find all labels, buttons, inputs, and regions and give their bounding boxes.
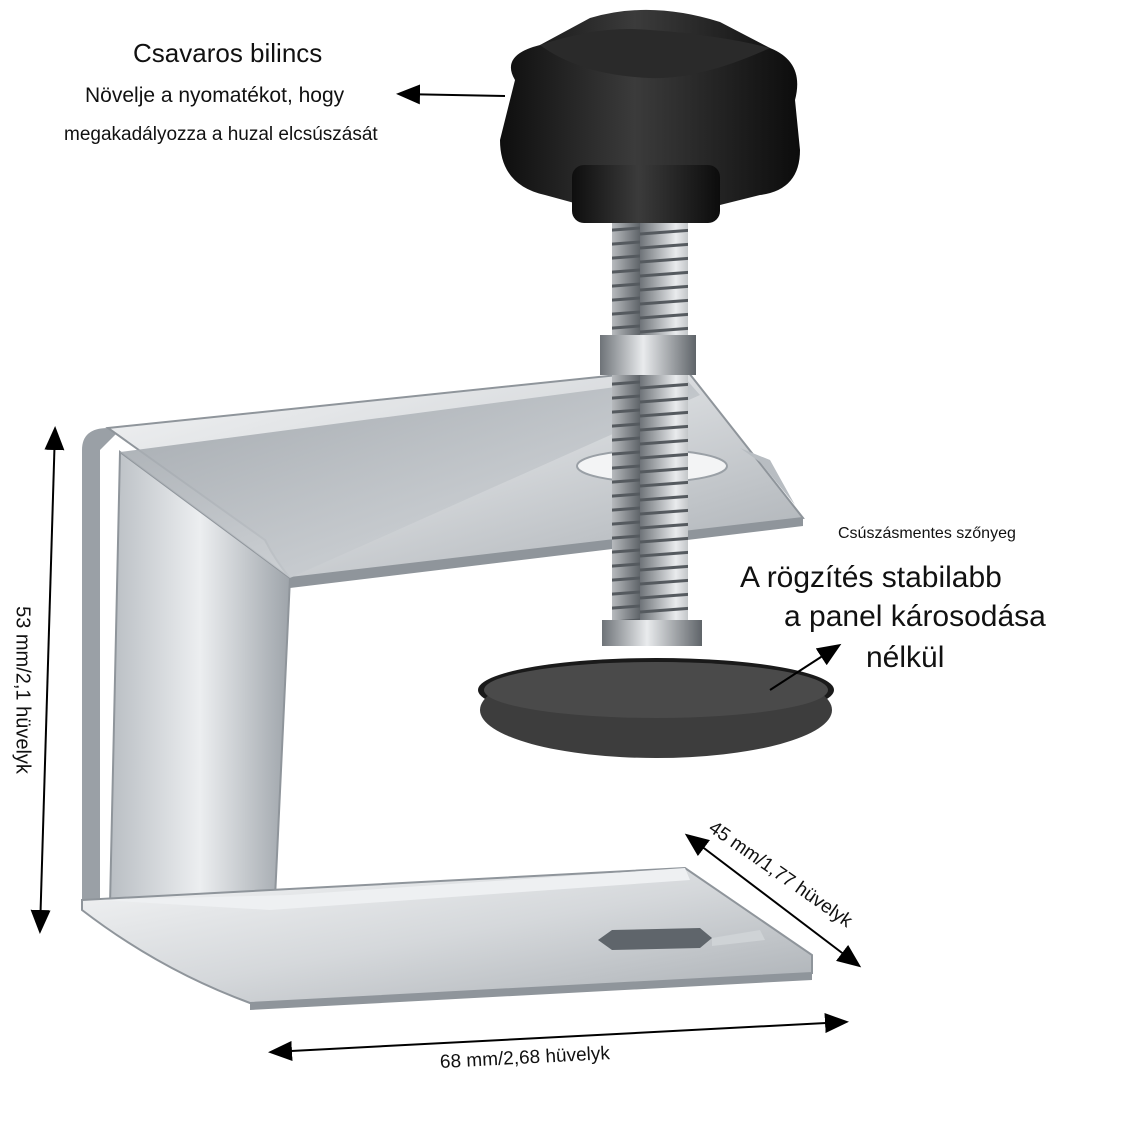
non-slip-pad — [478, 620, 834, 758]
screw-knob — [500, 9, 800, 223]
screw-description-line-2: megakadályozza a huzal elcsúszását — [64, 124, 378, 145]
height-dimension-label: 53 mm/2,1 hüvelyk — [11, 606, 34, 774]
threaded-rod — [612, 205, 688, 645]
pad-description-line-2: a panel károsodása — [784, 600, 1046, 633]
depth-dimension-arrow — [684, 833, 862, 968]
screw-description-line-1: Növelje a nyomatékot, hogy — [85, 84, 345, 107]
pad-description-line-3: nélkül — [866, 641, 945, 674]
screw-clamp-title: Csavaros bilincs — [133, 38, 323, 68]
height-dimension-arrow — [30, 426, 65, 934]
knob-pointer-arrow — [396, 84, 506, 105]
pad-title: Csúszásmentes szőnyeg — [838, 525, 1016, 542]
pad-description-line-1: A rögzítés stabilabb — [740, 561, 1002, 594]
width-dimension-arrow — [268, 1013, 849, 1061]
pad-pointer-arrow — [769, 643, 842, 691]
